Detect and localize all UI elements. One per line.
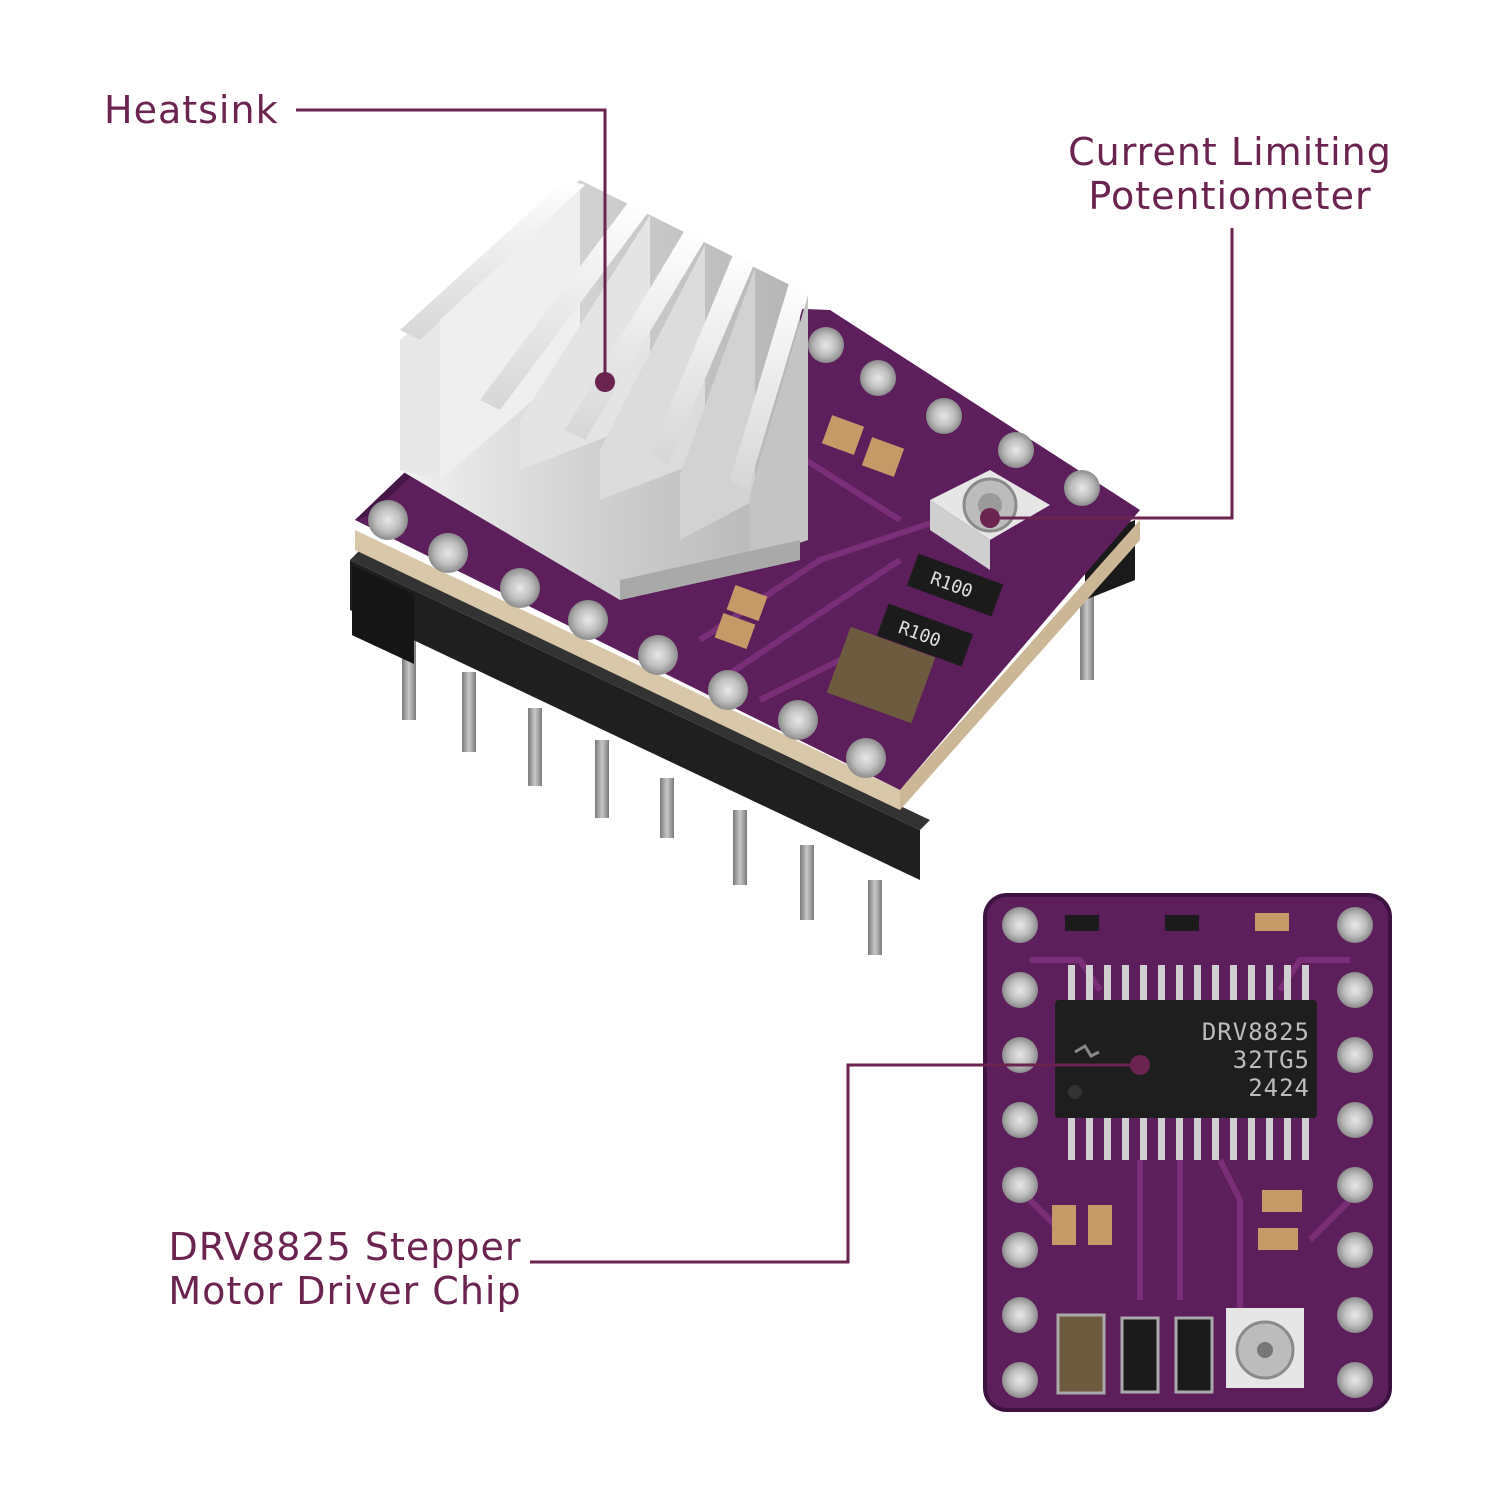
- smd-top-row: [1065, 913, 1289, 931]
- pads-right-column: [1337, 907, 1373, 1398]
- chip-label-line1: DRV8825 Stepper: [168, 1225, 522, 1269]
- pads-left-column: [1002, 907, 1038, 1398]
- pin-header-front: [350, 550, 930, 880]
- smd-lower: [1052, 1190, 1302, 1395]
- potentiometer-3d: [930, 470, 1050, 570]
- callout-lines: [296, 108, 1234, 1264]
- potentiometer-label-line2: Potentiometer: [1088, 174, 1372, 218]
- chip-marking-line2: 32TG5: [1233, 1046, 1310, 1074]
- heatsink-fins: [400, 180, 808, 560]
- potentiometer-leader: [990, 228, 1234, 520]
- module-3d-view: R100 R100: [350, 180, 1140, 955]
- chip-callout-dot: [1130, 1055, 1150, 1075]
- potentiometer-top: [1226, 1308, 1304, 1388]
- chip-pin1-dot: [1068, 1085, 1082, 1099]
- chip-marking-line3: 2424: [1248, 1074, 1310, 1102]
- header-pads-back: [808, 327, 1100, 506]
- chip-label: DRV8825 Stepper Motor Driver Chip: [160, 1225, 530, 1313]
- module-top-view: DRV8825 32TG5 2424: [983, 893, 1392, 1412]
- potentiometer-callout-dot: [980, 508, 1000, 528]
- ti-logo-icon: [1074, 1043, 1100, 1058]
- smd-components-3d: [714, 415, 936, 724]
- potentiometer-label: Current Limiting Potentiometer: [1040, 130, 1420, 218]
- chip-marking-line1: DRV8825: [1202, 1018, 1310, 1046]
- pcb-edge: [355, 530, 900, 810]
- header-pads-front: [368, 500, 886, 778]
- drv8825-chip: DRV8825 32TG5 2424: [1055, 1000, 1317, 1118]
- potentiometer-label-line1: Current Limiting: [1068, 130, 1392, 174]
- chip-pins: [1068, 965, 1309, 1160]
- header-pins-front: [402, 590, 1094, 955]
- heatsink-label-line1: Heatsink: [104, 88, 279, 132]
- chip-label-line2: Motor Driver Chip: [168, 1269, 522, 1313]
- heatsink-label: Heatsink: [104, 88, 279, 132]
- heatsink-leader: [296, 108, 607, 380]
- chip-leader: [530, 1063, 1140, 1264]
- heatsink-callout-dot: [595, 372, 615, 392]
